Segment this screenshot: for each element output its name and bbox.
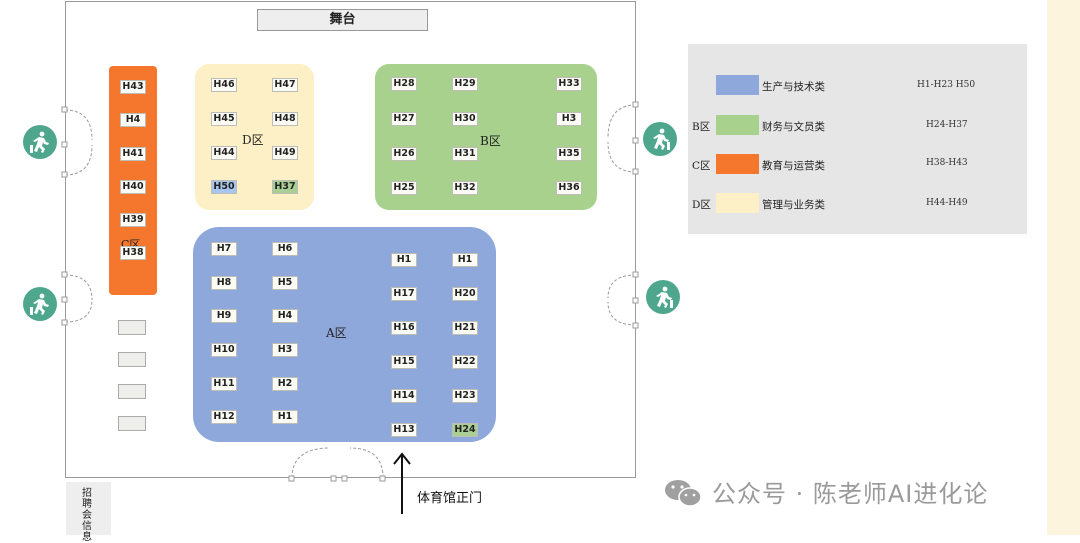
legend-swatch [716, 154, 759, 174]
booth[interactable]: H46 [211, 78, 237, 92]
booth[interactable]: H9 [211, 309, 237, 323]
booth[interactable]: H43 [120, 80, 146, 94]
side-table [118, 352, 146, 367]
booth[interactable]: H1 [272, 410, 298, 424]
stage: 舞台 [257, 9, 428, 31]
booth[interactable]: H31 [452, 147, 478, 161]
booth[interactable]: H22 [452, 355, 478, 369]
booth[interactable]: H16 [391, 321, 417, 335]
booth[interactable]: H29 [452, 77, 478, 91]
side-table [118, 416, 146, 431]
booth[interactable]: H17 [391, 287, 417, 301]
zone-d-label: D区 [242, 133, 264, 147]
emergency-exit-icon [23, 125, 57, 159]
legend-zone: B区 [692, 121, 711, 133]
legend-range: H44-H49 [926, 198, 968, 208]
booth[interactable]: H47 [272, 78, 298, 92]
entrance-label: 体育馆正门 [417, 491, 483, 506]
entrance-arrow-icon [393, 452, 411, 514]
booth[interactable]: H44 [211, 146, 237, 160]
legend-swatch [716, 193, 759, 213]
booth[interactable]: H48 [272, 112, 298, 126]
booth[interactable]: H30 [452, 112, 478, 126]
booth[interactable]: H33 [556, 77, 582, 91]
booth[interactable]: H4 [272, 309, 298, 323]
booth[interactable]: H39 [120, 213, 146, 227]
booth[interactable]: H5 [272, 276, 298, 290]
booth[interactable]: H14 [391, 389, 417, 403]
legend-zone: D区 [692, 199, 711, 211]
booth[interactable]: H24 [452, 423, 478, 437]
booth[interactable]: H3 [556, 112, 582, 126]
booth[interactable]: H8 [211, 276, 237, 290]
booth[interactable]: H41 [120, 147, 146, 161]
legend-label: 财务与文员类 [762, 121, 825, 133]
booth[interactable]: H6 [272, 242, 298, 256]
wechat-icon [665, 480, 702, 507]
booth[interactable]: H15 [391, 355, 417, 369]
booth[interactable]: H11 [211, 377, 237, 391]
side-table [118, 320, 146, 335]
booth[interactable]: H40 [120, 180, 146, 194]
booth[interactable]: H4 [120, 113, 146, 127]
booth[interactable]: H28 [391, 77, 417, 91]
zone-a-label: A区 [326, 326, 347, 340]
booth[interactable]: H38 [120, 246, 146, 260]
legend-range: H1-H23 H50 [917, 80, 976, 90]
booth[interactable]: H1 [452, 253, 478, 267]
zone-a [193, 227, 496, 442]
legend-swatch [716, 115, 759, 135]
booth[interactable]: H45 [211, 112, 237, 126]
booth[interactable]: H25 [391, 181, 417, 195]
emergency-exit-icon [23, 287, 57, 321]
booth[interactable]: H37 [272, 180, 298, 194]
booth[interactable]: H2 [272, 377, 298, 391]
booth[interactable]: H13 [391, 423, 417, 437]
booth[interactable]: H20 [452, 287, 478, 301]
side-strip [1047, 0, 1080, 535]
legend-label: 教育与运营类 [762, 160, 825, 172]
booth[interactable]: H3 [272, 343, 298, 357]
legend-swatch [716, 75, 759, 95]
booth[interactable]: H23 [452, 389, 478, 403]
legend-range: H24-H37 [926, 120, 968, 130]
booth[interactable]: H35 [556, 147, 582, 161]
watermark-text: 公众号 · 陈老师AI进化论 [712, 480, 989, 508]
emergency-exit-icon [646, 280, 680, 314]
info-note [66, 482, 111, 535]
booth[interactable]: H21 [452, 321, 478, 335]
booth[interactable]: H49 [272, 146, 298, 160]
emergency-exit-icon [643, 122, 677, 156]
zone-b-label: B区 [480, 134, 501, 148]
booth[interactable]: H50 [211, 180, 237, 194]
booth[interactable]: H27 [391, 112, 417, 126]
legend-zone: C区 [692, 160, 711, 172]
booth[interactable]: H12 [211, 410, 237, 424]
booth[interactable]: H10 [211, 343, 237, 357]
legend-range: H38-H43 [926, 158, 968, 168]
legend-label: 管理与业务类 [762, 199, 825, 211]
booth[interactable]: H26 [391, 147, 417, 161]
booth[interactable]: H36 [556, 181, 582, 195]
side-table [118, 384, 146, 399]
booth[interactable]: H7 [211, 242, 237, 256]
booth[interactable]: H1 [391, 253, 417, 267]
legend-label: 生产与技术类 [762, 81, 825, 93]
booth[interactable]: H32 [452, 181, 478, 195]
